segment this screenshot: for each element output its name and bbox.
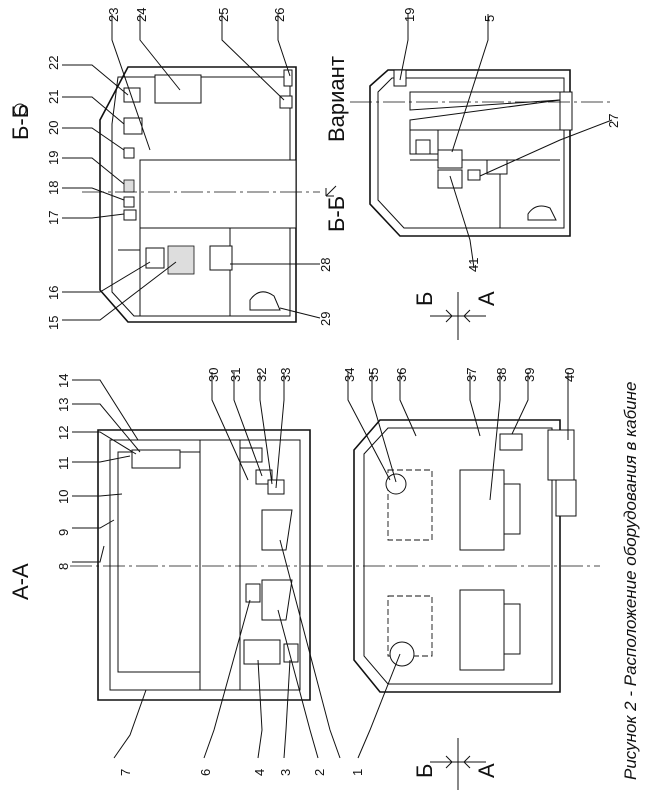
callout-variant-5: 5 — [482, 15, 497, 22]
callout-29: 29 — [318, 312, 333, 326]
callout-39: 39 — [522, 368, 537, 382]
callout-15: 15 — [46, 316, 61, 330]
callout-18: 18 — [46, 181, 61, 195]
section-bb-view — [62, 14, 321, 323]
callout-23: 23 — [106, 8, 121, 22]
callout-36: 36 — [394, 368, 409, 382]
callout-24: 24 — [134, 8, 149, 22]
callout-31: 31 — [228, 368, 243, 382]
callout-21: 21 — [46, 90, 61, 104]
callout-16: 16 — [46, 286, 61, 300]
callout-variant-19: 19 — [402, 8, 417, 22]
callout-6: 6 — [198, 769, 213, 776]
callout-14: 14 — [56, 374, 71, 388]
section-plan-view — [330, 372, 600, 759]
callout-17: 17 — [46, 211, 61, 225]
callout-32: 32 — [254, 368, 269, 382]
callout-35: 35 — [366, 368, 381, 382]
cut-marker-bottom — [430, 738, 486, 790]
callout-10: 10 — [56, 490, 71, 504]
section-bb-rotation-icon — [13, 103, 27, 117]
callout-20: 20 — [46, 121, 61, 135]
cut-letter-a-bottom: А — [474, 763, 499, 778]
callout-variant-27: 27 — [606, 114, 621, 128]
cut-letter-b-top: Б — [412, 292, 437, 306]
callout-30: 30 — [206, 368, 221, 382]
callout-7: 7 — [118, 769, 133, 776]
section-bb-variant-title: Б-Б — [324, 196, 349, 232]
callout-19: 19 — [46, 151, 61, 165]
figure-caption: Рисунок 2 - Расположение оборудования в … — [621, 382, 640, 780]
callout-11: 11 — [56, 457, 71, 471]
callout-3: 3 — [278, 769, 293, 776]
section-bb-variant-view — [350, 14, 613, 269]
callout-1: 1 — [350, 769, 365, 776]
callout-28: 28 — [318, 258, 333, 272]
callout-37: 37 — [464, 368, 479, 382]
cut-letter-b-bottom: Б — [412, 764, 437, 778]
callout-12: 12 — [56, 426, 71, 440]
cut-marker-top — [430, 292, 486, 340]
section-bb-title: Б-Б — [8, 104, 33, 140]
callout-34: 34 — [342, 368, 357, 382]
callout-variant-41: 41 — [466, 258, 481, 272]
callout-9: 9 — [56, 529, 71, 536]
section-aa-view — [70, 372, 341, 759]
callout-25: 25 — [216, 8, 231, 22]
variant-label: Вариант — [324, 56, 349, 142]
callout-40: 40 — [562, 368, 577, 382]
cut-letter-a-top: А — [474, 291, 499, 306]
section-aa-title: А-А — [8, 563, 33, 600]
callout-2: 2 — [312, 769, 327, 776]
callout-13: 13 — [56, 398, 71, 412]
callout-38: 38 — [494, 368, 509, 382]
arrow-icon — [325, 185, 337, 197]
callout-22: 22 — [46, 56, 61, 70]
callout-4: 4 — [252, 769, 267, 776]
callout-8: 8 — [56, 563, 71, 570]
callout-26: 26 — [272, 8, 287, 22]
callout-33: 33 — [278, 368, 293, 382]
